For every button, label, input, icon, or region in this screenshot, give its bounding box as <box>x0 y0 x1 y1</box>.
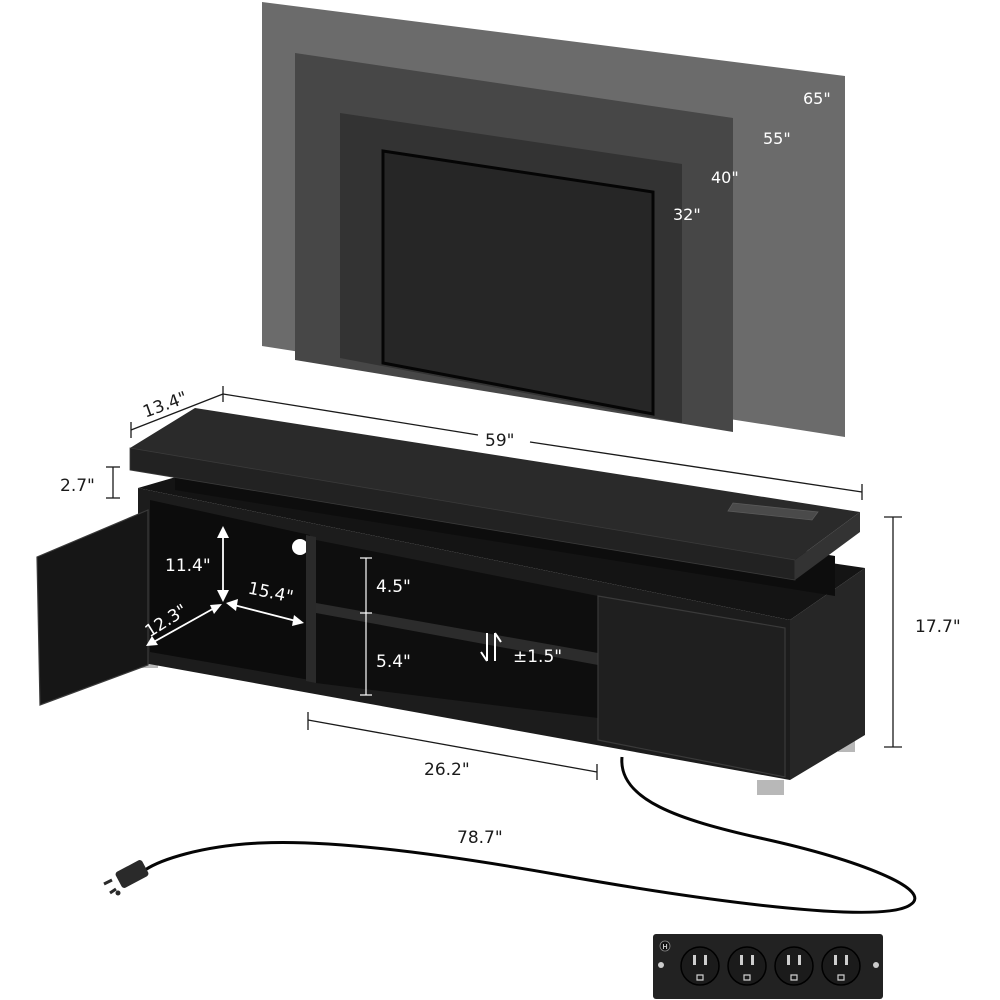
upper-shelf-label: 4.5" <box>376 577 411 597</box>
floating-top-surface <box>130 408 860 560</box>
tv-stand <box>36 408 865 795</box>
tv-65-label: 65" <box>803 89 831 108</box>
outlet-2 <box>727 946 767 986</box>
tv-40-label: 40" <box>711 168 739 187</box>
cord-cable <box>144 756 917 914</box>
cord-length-label: 78.7" <box>457 828 503 848</box>
outlet-1 <box>680 946 720 986</box>
shelf-adjustment-label: ±1.5" <box>513 647 562 667</box>
cabinet-body-side <box>790 568 865 780</box>
dimension-lines <box>106 386 902 780</box>
width-label: 59" <box>485 431 514 451</box>
power-strip: H <box>653 934 883 999</box>
interior-height-label: 11.4" <box>165 556 211 576</box>
leg-right-front <box>757 780 784 795</box>
right-door <box>597 595 786 778</box>
brand-logo-icon <box>659 940 671 952</box>
built-in-outlet-panel <box>727 502 819 521</box>
outlet-4 <box>821 946 861 986</box>
left-cabinet-interior <box>150 500 310 680</box>
tv-55-label: 55" <box>763 129 791 148</box>
divider-panel <box>306 535 316 683</box>
cable-hole <box>292 539 308 555</box>
power-cord <box>103 756 917 914</box>
height-label: 17.7" <box>915 617 961 637</box>
left-door-open <box>36 509 149 706</box>
mount-screw-left <box>658 962 664 968</box>
tv-size-guide: 65" 55" 40" 32" <box>262 2 845 437</box>
interior-dimension-arrows <box>146 526 502 696</box>
adjustable-shelf <box>316 603 598 665</box>
tv-32-label: 32" <box>673 205 701 224</box>
floating-top-side <box>795 512 860 580</box>
outlet-3 <box>774 946 814 986</box>
mount-screw-right <box>873 962 879 968</box>
tv-32-panel <box>381 149 655 416</box>
compartment-width-label: 26.2" <box>424 760 470 780</box>
brand-logo-glyph: H <box>662 944 667 951</box>
plug-icon <box>103 860 149 896</box>
top-gap-label: 2.7" <box>60 476 95 496</box>
lower-shelf-label: 5.4" <box>376 652 411 672</box>
